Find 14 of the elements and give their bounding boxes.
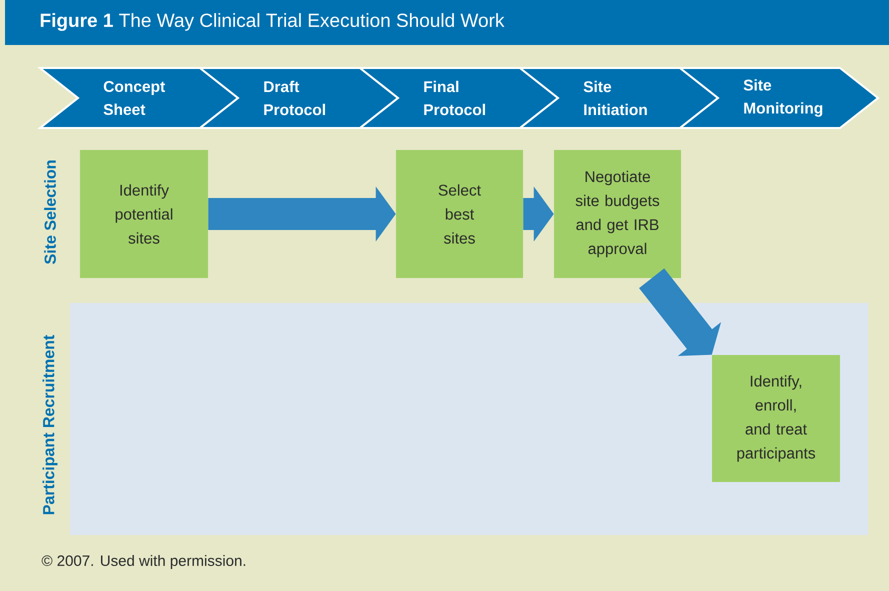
process-box: Select best sites (396, 150, 523, 278)
phase-step: Site Initiation (517, 67, 720, 129)
process-box: Negotiate site budgets and get IRB approval (554, 150, 681, 278)
node-label: Participant Recruitment (42, 334, 58, 514)
phase-step: Site Monitoring (677, 67, 880, 129)
node-label: Site Monitoring (744, 79, 822, 117)
phase-step: Concept Sheet (37, 67, 240, 129)
phase-step: Draft Protocol (197, 67, 400, 129)
title-bar: Figure 1 The Way Clinical Trial Execution Should Work (5, 0, 889, 45)
phase-step: Final Protocol (357, 67, 560, 129)
process-box: Identify potential sites (80, 150, 208, 278)
process-box: Identify, enroll, and treat participants (712, 355, 840, 482)
caption: © 2007. Used with permission. (42, 555, 246, 569)
lane-label: Site Selection (44, 160, 56, 264)
